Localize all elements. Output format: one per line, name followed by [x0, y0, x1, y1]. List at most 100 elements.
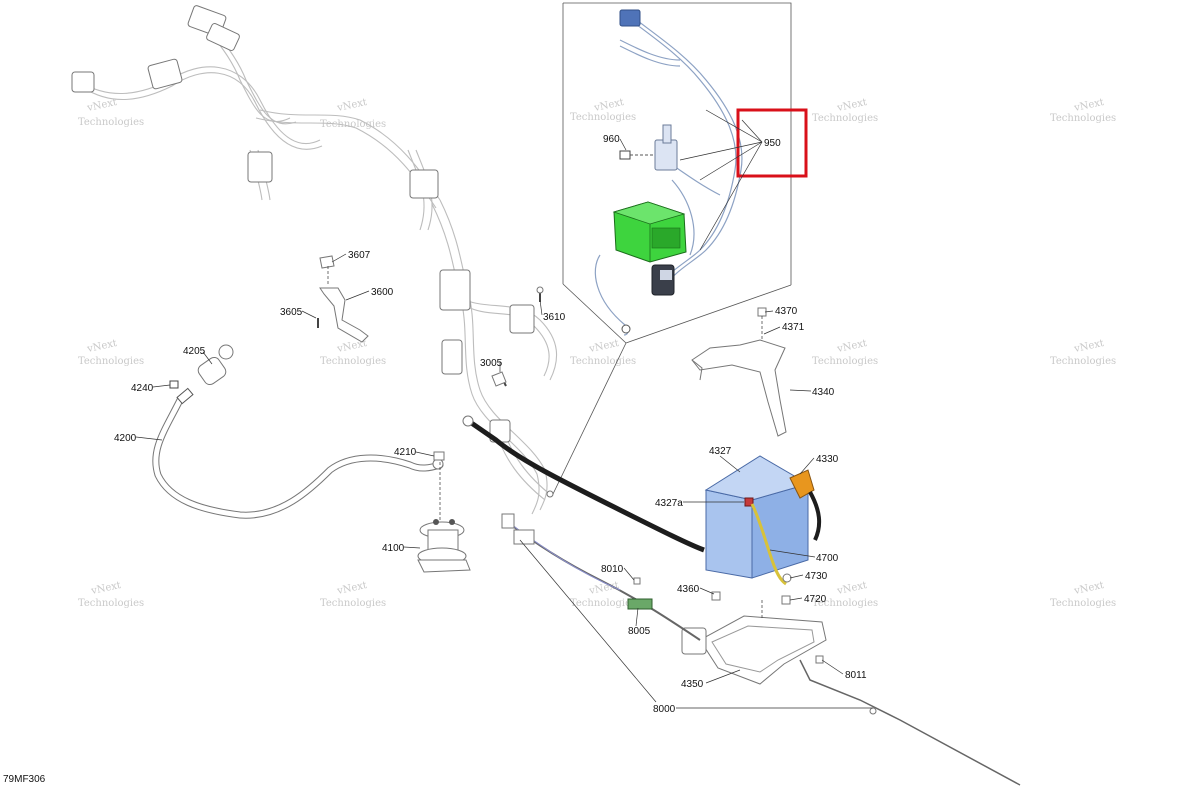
watermark-line1: vNext	[835, 338, 868, 355]
leader-lines	[135, 109, 873, 709]
callout-4700: 4700	[816, 553, 839, 564]
watermark: vNext Technologies	[570, 97, 636, 123]
watermark-line2: Technologies	[812, 113, 878, 124]
watermark-line2: Technologies	[570, 112, 636, 123]
callout-4330: 4330	[816, 454, 839, 465]
callout-4360: 4360	[677, 584, 700, 595]
watermark-line2: Technologies	[1050, 356, 1116, 367]
clip-8005	[627, 598, 653, 610]
callout-960: 960	[603, 134, 620, 145]
watermark: vNext Technologies	[78, 97, 144, 128]
callout-3610: 3610	[543, 312, 566, 323]
bolt-4370	[757, 307, 767, 317]
nut-4240	[169, 380, 179, 389]
watermark-line2: Technologies	[320, 356, 386, 367]
harness-connector	[409, 169, 439, 199]
screw-8011	[815, 655, 824, 664]
callout-4327: 4327	[709, 446, 732, 457]
watermark-line2: Technologies	[1050, 113, 1116, 124]
callout-3607: 3607	[348, 250, 371, 261]
callout-950: 950	[764, 138, 781, 149]
watermark: vNext Technologies	[320, 338, 386, 367]
harness-connector	[206, 22, 240, 52]
harness-connector	[509, 304, 535, 334]
solenoid-4100	[417, 451, 471, 573]
watermark-line1: vNext	[835, 97, 868, 114]
watermark-line2: Technologies	[78, 356, 144, 367]
bracket-4340	[691, 307, 787, 437]
harness-eyelet	[546, 490, 554, 498]
diagram-code: 79MF306	[3, 774, 46, 785]
callout-4371: 4371	[782, 322, 805, 333]
watermark-line1: vNext	[85, 97, 118, 114]
cable-4200	[152, 344, 444, 519]
callout-4327a: 4327a	[655, 498, 683, 509]
callout-4240: 4240	[131, 383, 154, 394]
watermark-line1: vNext	[335, 580, 368, 597]
inset-connector-blue	[619, 9, 641, 27]
bracket-3600-group	[317, 255, 544, 387]
watermark: vNext Technologies	[78, 338, 144, 367]
terminal-cover-4330	[789, 469, 815, 499]
watermark: vNext Technologies	[1050, 580, 1116, 609]
watermark-line2: Technologies	[812, 598, 878, 609]
callout-4200: 4200	[114, 433, 137, 444]
detail-inset	[552, 2, 792, 495]
watermark: vNext Technologies	[78, 580, 144, 609]
watermark-line1: vNext	[587, 338, 620, 355]
watermark-line1: vNext	[1072, 97, 1105, 114]
callout-4350: 4350	[681, 679, 704, 690]
callout-8005: 8005	[628, 626, 651, 637]
cap-4205	[197, 356, 227, 386]
battery-cable-black	[462, 415, 705, 553]
callout-3600: 3600	[371, 287, 394, 298]
battery-tray-4350	[681, 591, 827, 685]
callout-4340: 4340	[812, 387, 835, 398]
callout-labels: 950 960 3607 3600 3605 3610 3005 4205 42…	[114, 134, 867, 715]
watermark-line1: vNext	[335, 97, 368, 114]
watermark-line2: Technologies	[570, 356, 636, 367]
callout-4210: 4210	[394, 447, 417, 458]
callout-8010: 8010	[601, 564, 624, 575]
watermark-line1: vNext	[1072, 580, 1105, 597]
harness-connector	[439, 269, 471, 311]
callout-8000: 8000	[653, 704, 676, 715]
highlight-box-950	[736, 108, 808, 178]
watermark: vNext Technologies	[812, 338, 878, 367]
watermark-line1: vNext	[835, 580, 868, 597]
watermark-line2: Technologies	[78, 117, 144, 128]
watermark: vNext Technologies	[1050, 97, 1116, 124]
callout-3605: 3605	[280, 307, 303, 318]
watermark: vNext Technologies	[1050, 338, 1116, 367]
harness-connector	[147, 58, 183, 90]
screw-8010	[633, 577, 641, 585]
battery-positive-terminal	[744, 497, 754, 507]
watermark: vNext Technologies	[812, 97, 878, 124]
washer-4730	[782, 573, 792, 583]
bolt-960	[619, 150, 631, 160]
inset-fuse-box-green	[612, 201, 687, 263]
callout-8011: 8011	[845, 670, 867, 681]
harness-connector	[441, 339, 463, 375]
watermark-line2: Technologies	[1050, 598, 1116, 609]
watermark-line2: Technologies	[320, 598, 386, 609]
cable-8000	[501, 513, 1021, 786]
watermark-line1: vNext	[89, 580, 122, 597]
watermark: vNext Technologies	[570, 338, 636, 367]
callout-3005: 3005	[480, 358, 503, 369]
battery-4327	[704, 455, 822, 605]
watermark-line1: vNext	[85, 338, 118, 355]
callout-4100: 4100	[382, 543, 405, 554]
callout-4730: 4730	[805, 571, 828, 582]
nut-4720	[781, 595, 791, 605]
watermark-line2: Technologies	[78, 598, 144, 609]
callout-4205: 4205	[183, 346, 206, 357]
inset-relay-bracket	[654, 139, 678, 171]
harness-connector	[71, 71, 95, 93]
watermark-line2: Technologies	[812, 356, 878, 367]
callout-4370: 4370	[775, 306, 798, 317]
nut-4360	[711, 591, 721, 601]
harness-connector	[247, 151, 273, 183]
watermark-line1: vNext	[1072, 338, 1105, 355]
